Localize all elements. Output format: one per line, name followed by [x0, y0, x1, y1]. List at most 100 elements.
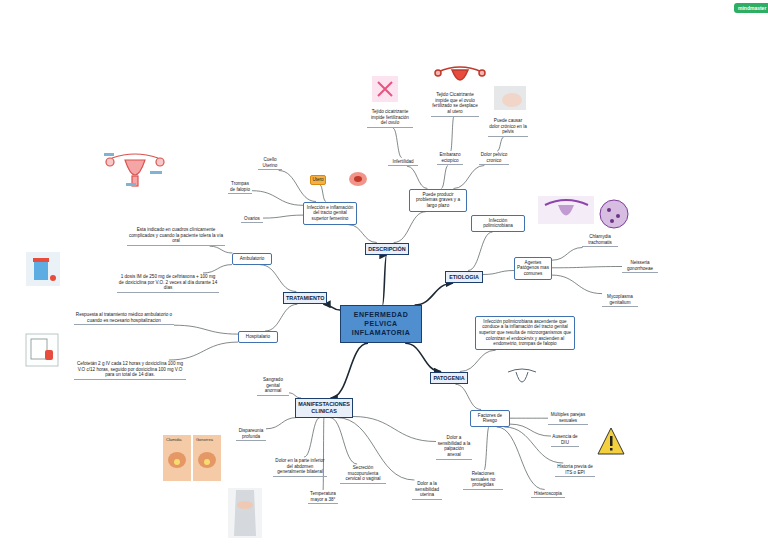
photo-left: [163, 435, 191, 481]
branch-connector: [323, 418, 325, 491]
branch-connector: [349, 225, 377, 243]
branch-connector: [393, 128, 402, 157]
branch-connector: [260, 265, 296, 292]
image-caption: Clamidia: [166, 437, 182, 442]
leaf-topic: Múltiples parejas sexuales: [548, 411, 588, 425]
x-mark: [378, 82, 392, 96]
branch-connector: [324, 304, 341, 310]
leaf-topic: Esta indicado en cuadros clínicamente co…: [127, 226, 225, 246]
main-topic: MANIFESTACIONES CLINICAS: [295, 398, 353, 418]
leaf-topic: Respuesta al tratamiento médico ambulato…: [74, 311, 174, 325]
leaf-topic: Temperatura mayor a 38°: [308, 490, 338, 504]
leaf-topic: Ovarios: [241, 215, 263, 224]
ovary: [435, 70, 441, 76]
branch-connector: [510, 418, 548, 419]
ovary: [479, 70, 485, 76]
topic-text: Infección polimicrobiana ascendente que …: [478, 319, 572, 348]
tag: [104, 153, 114, 156]
branch-connector: [394, 212, 426, 243]
leaf-topic: Embarazo ectopico: [437, 151, 463, 165]
topic-text: DESCRIPCIÓN: [368, 246, 406, 253]
tubes: [545, 200, 588, 205]
infertility-icon: [372, 76, 398, 102]
bottle: [34, 262, 48, 280]
branch-connector: [252, 191, 303, 206]
branch-connector: [552, 275, 602, 294]
branch-connector: [552, 248, 583, 261]
leaf-topic: Cuello Uterino: [258, 156, 282, 170]
topic-text: Mycoplasma genitalium: [603, 294, 637, 305]
uterus-outline: [508, 369, 536, 382]
topic-text: 1 dosis IM de 250 mg de ceftriaxona + 10…: [118, 274, 218, 291]
topic-text: Ovarios: [242, 216, 262, 222]
topic-text: Temperatura mayor a 38°: [309, 491, 337, 502]
leaf-topic: Dolor pelvico cronico: [479, 151, 509, 165]
uterus-shape: [349, 172, 367, 186]
leaf-topic: Chlamydia trachomatis: [582, 233, 618, 247]
sub-topic: Infección polimicrobiana ascendente que …: [475, 316, 575, 351]
leaf-topic: Dispareunia profunda: [236, 427, 266, 441]
sub-topic: Factores de Riesgo: [470, 410, 510, 427]
branch-connector: [454, 166, 485, 189]
topic-text: Infertilidad: [389, 159, 417, 165]
topic-text: Neisseria gonorrhoeae: [623, 260, 657, 271]
leaf-topic: Sangrado genital anormal: [257, 376, 289, 396]
photo-bg: [494, 86, 526, 110]
hands: [237, 501, 253, 509]
leaf-topic: Mycoplasma genitalium: [602, 293, 638, 307]
leaf-topic: Tejido Cicatrizante impide que el ovulo …: [431, 91, 479, 117]
topic-text: Tejido cicatrizante impide fertilización…: [368, 109, 412, 126]
topic-text: Embarazo ectopico: [438, 152, 462, 163]
branch-connector: [331, 343, 368, 398]
belly: [502, 93, 522, 107]
discharge: [174, 459, 180, 465]
prescription-icon: [26, 334, 58, 366]
branch-connector: [169, 342, 238, 360]
discharge: [204, 459, 210, 465]
bacteria: [610, 219, 614, 223]
branch-connector: [266, 418, 297, 429]
branch-connector: [320, 185, 326, 202]
sub-topic: Puede producir problemas graves y a larg…: [409, 189, 467, 212]
sub-topic: Utero: [310, 175, 326, 185]
uterus-illustration: [104, 153, 164, 186]
bacteria: [607, 208, 611, 212]
topic-text: Ambulatorio: [235, 256, 269, 262]
main-topic: PATOGENIA: [430, 372, 468, 385]
photo-bg: [228, 488, 262, 538]
topic-text: ETIOLOGIA: [448, 274, 480, 281]
leaf-topic: Trompas de falopio: [228, 180, 252, 194]
branch-connector: [330, 418, 357, 465]
leaf-topic: Neisseria gonorrhoeae: [622, 259, 658, 273]
ectopic-icon: [435, 67, 485, 80]
leaf-topic: Puede causar dolor crónico en la pelvis: [488, 117, 528, 137]
bottle: [45, 350, 53, 360]
topic-text: MANIFESTACIONES CLINICAS: [298, 401, 350, 415]
branch-connector: [304, 418, 320, 458]
leaf-topic: Tejido cicatrizante impide fertilización…: [367, 108, 413, 128]
bacteria: [616, 214, 620, 218]
pill: [50, 275, 56, 281]
image-caption: Gonorrea: [196, 437, 213, 442]
branch-connector: [468, 232, 493, 271]
cervix-images: [163, 435, 221, 481]
pain-photo: [494, 86, 526, 110]
cervix: [168, 452, 186, 468]
topic-text: Histeroscopia: [532, 491, 564, 497]
photo-right: [193, 435, 221, 481]
brand-badge: mindmaster: [734, 3, 768, 13]
ovary: [106, 158, 114, 166]
body: [234, 490, 256, 536]
branch-connector: [552, 267, 622, 268]
topic-text: Infección e inflamación del tracto genit…: [306, 205, 354, 222]
tag: [150, 171, 162, 174]
topic-text: Cuello Uterino: [259, 157, 281, 168]
topic-text: Utero: [312, 177, 324, 183]
medicine-icon: [26, 252, 60, 286]
topic-text: Múltiples parejas sexuales: [549, 412, 587, 423]
topic-text: Respuesta al tratamiento médico ambulato…: [75, 312, 173, 323]
leaf-topic: Dolor a la sensibilidad uterina: [412, 480, 442, 500]
topic-text: Puede producir problemas graves y a larg…: [412, 192, 464, 209]
topic-text: TRATAMIENTO: [286, 295, 324, 302]
leaf-topic: Ausencia de DIU: [551, 433, 579, 447]
